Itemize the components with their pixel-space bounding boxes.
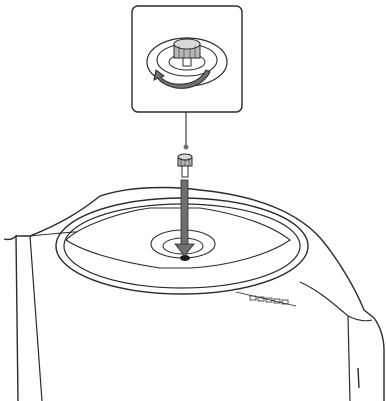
thumb-screw-icon bbox=[178, 154, 192, 177]
vent-slots-icon bbox=[236, 292, 296, 306]
rotate-screw-detail-icon bbox=[132, 6, 242, 112]
leader-line bbox=[184, 112, 189, 150]
